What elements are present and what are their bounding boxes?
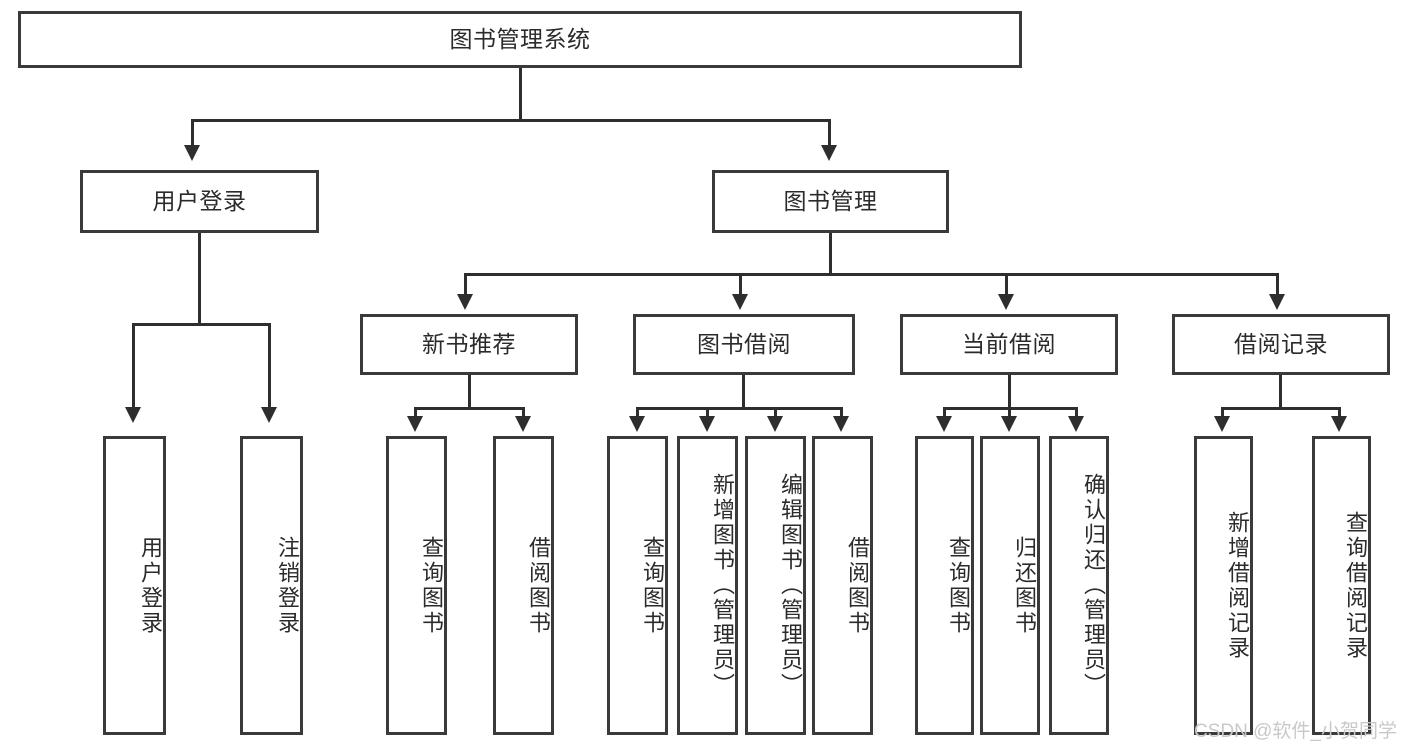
edge-borrow-records-stem: [1279, 375, 1282, 409]
node-label: 借阅记录: [1234, 331, 1328, 358]
node-label: 编辑图书（管理员）: [778, 473, 803, 698]
node-label: 查询图书: [419, 535, 444, 636]
leaf-user-login-signin[interactable]: 用户登录: [103, 436, 166, 735]
node-label: 当前借阅: [962, 331, 1056, 358]
node-root-library-system[interactable]: 图书管理系统: [18, 11, 1022, 68]
node-label: 图书管理: [783, 188, 878, 215]
edge-to-book-manage: [828, 119, 831, 149]
node-new-book-recommend[interactable]: 新书推荐: [360, 314, 578, 375]
edge-to-book-borrow: [739, 273, 742, 298]
leaf-current-borrow-return[interactable]: 归还图书: [980, 436, 1040, 735]
edge-user-login-child-1: [132, 323, 135, 411]
node-label: 用户登录: [138, 535, 163, 636]
arrowhead-bb-child-3: [767, 416, 783, 432]
node-label: 图书管理系统: [449, 26, 591, 53]
arrowhead-to-borrow-records: [1269, 294, 1285, 310]
edge-cb-child-3: [1075, 407, 1078, 421]
node-label: 借阅图书: [845, 535, 870, 636]
edge-bb-child-4: [840, 407, 843, 421]
leaf-book-borrow-add[interactable]: 新增图书（管理员）: [677, 436, 738, 735]
edge-bb-child-1: [636, 407, 639, 421]
arrowhead-cb-child-2: [1001, 416, 1017, 432]
node-label: 查询图书: [946, 535, 971, 636]
edge-user-login-stem: [198, 233, 201, 325]
leaf-book-borrow-edit[interactable]: 编辑图书（管理员）: [745, 436, 806, 735]
leaf-new-book-query[interactable]: 查询图书: [386, 436, 447, 735]
edge-nbr-child-2: [522, 407, 525, 421]
arrowhead-user-login-child-1: [125, 407, 141, 423]
edge-book-borrow-stem: [742, 375, 745, 409]
node-book-borrow[interactable]: 图书借阅: [633, 314, 855, 375]
arrowhead-to-new-book-recommend: [457, 294, 473, 310]
edge-level3-bar: [464, 273, 1279, 276]
leaf-borrow-record-query[interactable]: 查询借阅记录: [1312, 436, 1371, 735]
node-label: 查询借阅记录: [1343, 510, 1368, 661]
node-label: 用户登录: [152, 188, 247, 215]
arrowhead-to-book-borrow: [732, 294, 748, 310]
edge-cb-child-1: [943, 407, 946, 421]
arrowhead-bb-child-2: [699, 416, 715, 432]
leaf-book-borrow-borrow[interactable]: 借阅图书: [812, 436, 873, 735]
edge-br-child-2: [1338, 407, 1341, 421]
edge-level2-bar: [191, 119, 831, 122]
edge-to-new-book-recommend: [464, 273, 467, 298]
node-label: 借阅图书: [526, 535, 551, 636]
node-label: 新增借阅记录: [1225, 510, 1250, 661]
node-label: 查询图书: [640, 535, 665, 636]
edge-user-login-bar: [132, 323, 271, 326]
edge-bb-child-2: [706, 407, 709, 421]
edge-current-borrow-stem: [1008, 375, 1011, 409]
edge-cb-child-2: [1008, 407, 1011, 421]
node-user-login[interactable]: 用户登录: [80, 170, 319, 233]
edge-book-manage-stem: [829, 233, 832, 275]
arrowhead-br-child-2: [1331, 416, 1347, 432]
leaf-user-login-signout[interactable]: 注销登录: [240, 436, 303, 735]
arrowhead-cb-child-3: [1068, 416, 1084, 432]
arrowhead-nbr-child-2: [515, 416, 531, 432]
arrowhead-nbr-child-1: [407, 416, 423, 432]
arrowhead-br-child-1: [1214, 416, 1230, 432]
arrowhead-bb-child-1: [629, 416, 645, 432]
edge-bb-child-3: [774, 407, 777, 421]
arrowhead-bb-child-4: [833, 416, 849, 432]
edge-to-user-login: [191, 119, 194, 149]
leaf-borrow-record-add[interactable]: 新增借阅记录: [1194, 436, 1253, 735]
edge-new-book-recommend-bar: [414, 407, 525, 410]
node-current-borrow[interactable]: 当前借阅: [900, 314, 1118, 375]
node-borrow-records[interactable]: 借阅记录: [1172, 314, 1390, 375]
arrowhead-to-current-borrow: [998, 294, 1014, 310]
edge-user-login-child-2: [268, 323, 271, 411]
edge-br-child-1: [1221, 407, 1224, 421]
node-label: 新书推荐: [422, 331, 516, 358]
edge-nbr-child-1: [414, 407, 417, 421]
leaf-current-borrow-confirm-return[interactable]: 确认归还（管理员）: [1049, 436, 1109, 735]
node-label: 新增图书（管理员）: [710, 473, 735, 698]
edge-to-current-borrow: [1005, 273, 1008, 298]
node-book-management[interactable]: 图书管理: [712, 170, 949, 233]
node-label: 注销登录: [275, 535, 300, 636]
arrowhead-cb-child-1: [936, 416, 952, 432]
node-label: 图书借阅: [697, 331, 791, 358]
arrowhead-user-login-child-2: [261, 407, 277, 423]
node-label: 确认归还（管理员）: [1081, 473, 1106, 698]
edge-to-borrow-records: [1276, 273, 1279, 298]
csdn-watermark: CSDN @软件_小贺同学: [1194, 721, 1397, 742]
leaf-new-book-borrow[interactable]: 借阅图书: [493, 436, 554, 735]
node-label: 归还图书: [1012, 535, 1037, 636]
arrowhead-to-book-manage: [821, 145, 837, 161]
edge-borrow-records-bar: [1221, 407, 1341, 410]
edge-book-borrow-bar: [636, 407, 843, 410]
leaf-current-borrow-query[interactable]: 查询图书: [915, 436, 974, 735]
edge-new-book-recommend-stem: [468, 375, 471, 409]
arrowhead-to-user-login: [184, 145, 200, 161]
leaf-book-borrow-query[interactable]: 查询图书: [607, 436, 668, 735]
edge-root-stem: [519, 68, 522, 119]
